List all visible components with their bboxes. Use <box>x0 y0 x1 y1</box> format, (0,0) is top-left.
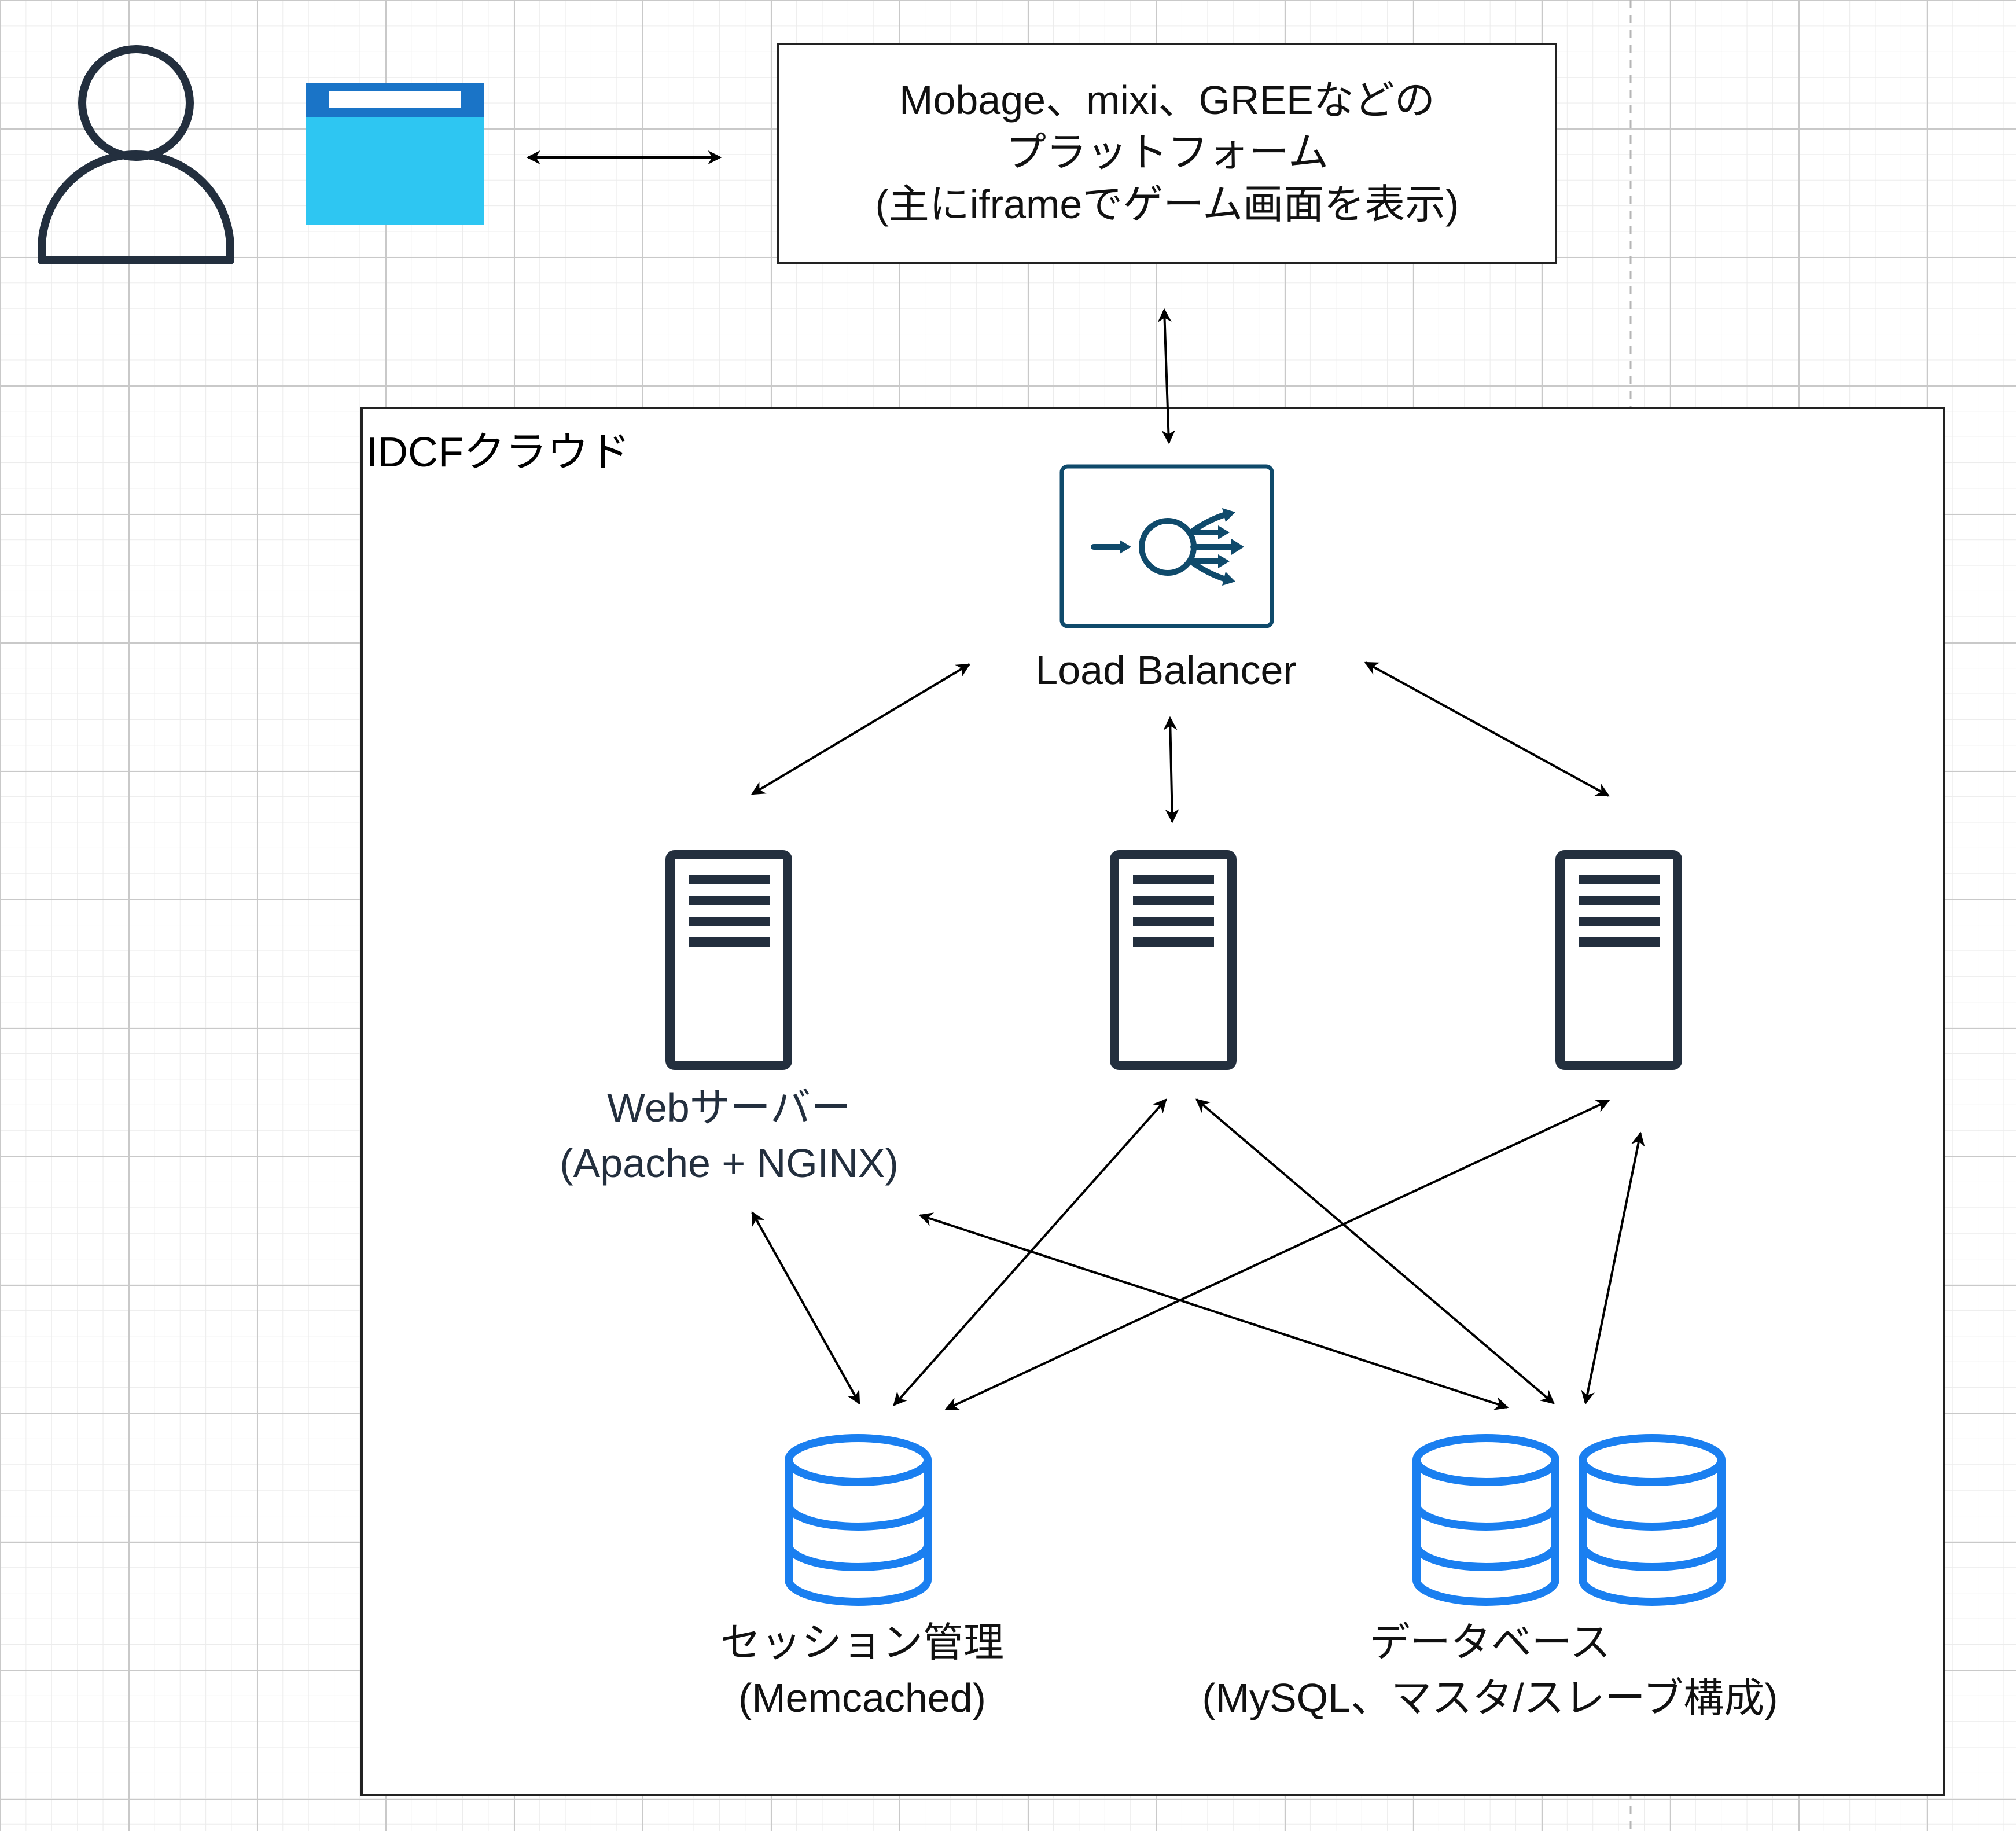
platform-label: Mobage、mixi、GREEなどの プラットフォーム (主にiframeでゲ… <box>778 74 1556 230</box>
web-server-label-line1: Webサーバー <box>607 1085 851 1130</box>
platform-label-line1: Mobage、mixi、GREEなどの <box>899 78 1435 123</box>
load-balancer-icon <box>1059 464 1274 628</box>
server-icon <box>1110 850 1237 1070</box>
platform-label-line2: プラットフォーム <box>1006 130 1329 175</box>
server-icon <box>665 850 792 1070</box>
connector-platform-loadbalancer <box>1157 308 1176 444</box>
database-label-line2: (MySQL、マスタ/スレーブ構成) <box>1202 1675 1778 1720</box>
platform-box <box>777 43 1557 264</box>
load-balancer-label: Load Balancer <box>1035 648 1297 693</box>
session-label-line1: セッション管理 <box>720 1620 1004 1665</box>
connector-web1-session <box>751 1211 860 1405</box>
database-label-line1: データベース <box>1369 1620 1611 1665</box>
web-server-label: Webサーバー (Apache + NGINX) <box>509 1080 949 1191</box>
database-label: データベース (MySQL、マスタ/スレーブ構成) <box>1143 1615 1837 1726</box>
database-icon <box>1412 1434 1559 1606</box>
connector-lb-web1 <box>751 663 971 795</box>
database-icon <box>1579 1434 1726 1606</box>
connector-lb-web2 <box>1163 716 1179 823</box>
web-server-label-line2: (Apache + NGINX) <box>560 1141 899 1186</box>
connector-web3-session <box>944 1100 1610 1410</box>
user-icon <box>38 45 234 264</box>
session-label: セッション管理 (Memcached) <box>631 1615 1094 1726</box>
database-icon <box>785 1434 932 1606</box>
connector-lb-web3 <box>1364 661 1610 797</box>
connector-web3-database <box>1581 1131 1645 1405</box>
session-label-line2: (Memcached) <box>738 1675 986 1720</box>
server-icon <box>1555 850 1682 1070</box>
browser-window-icon <box>306 83 484 225</box>
platform-label-line3: (主にiframeでゲーム画面を表示) <box>875 182 1459 227</box>
cloud-title: IDCFクラウド <box>366 429 630 476</box>
